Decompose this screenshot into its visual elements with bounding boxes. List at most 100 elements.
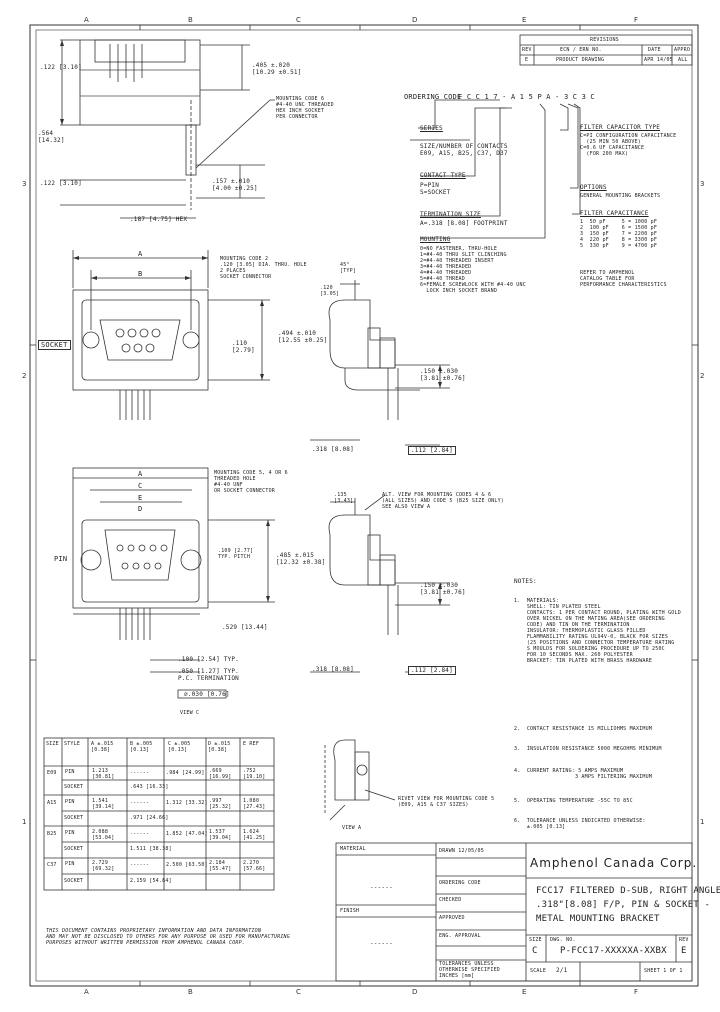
zone-top-c: C <box>296 16 301 24</box>
title-line-2: .318"[8.08] F/P, PIN & SOCKET - <box>536 900 711 910</box>
material-dashes: ------ <box>370 884 393 891</box>
table-cell: 2.500 [63.50] <box>166 862 208 868</box>
size-label: SIZE <box>529 937 542 943</box>
termination-desc: A=.318 [8.08] FOOTPRINT <box>420 220 508 227</box>
table-cell: SOCKET <box>64 846 84 852</box>
table-cell: .643 [16.33] <box>130 784 169 790</box>
note-2: 2. CONTACT RESISTANCE 15 MILLIOHMS MAXIM… <box>514 726 653 732</box>
view-a <box>333 739 356 801</box>
table-cell: PIN <box>65 769 75 775</box>
capacitance-note: REFER TO AMPHENOL CATALOG TABLE FOR PERF… <box>580 270 667 288</box>
drawn-field: DRAWN 12/05/05 <box>439 848 484 854</box>
view-a-label: VIEW A <box>342 825 362 831</box>
zone-bottom-f: F <box>634 988 639 996</box>
dim-socket-small: .110 [2.79] <box>232 340 255 354</box>
series-title: SERIES <box>420 125 443 132</box>
zone-top-f: F <box>634 16 639 24</box>
table-cell: .984 [24.99] <box>166 770 205 776</box>
side-view-1 <box>328 299 396 369</box>
mounting-code2-note: MOUNTING CODE 2 .120 [3.05] DIA. THRU. H… <box>220 256 307 280</box>
capacitance-title: FILTER CAPACITANCE <box>580 210 649 217</box>
dim-socket-height: .494 ±.010 [12.55 ±0.25] <box>278 330 328 344</box>
rev-row-rev: E <box>525 57 529 63</box>
series-desc: SIZE/NUMBER OF CONTACTS E09, A15, B25, C… <box>420 143 508 157</box>
dwg-no-label: DWG. NO. <box>550 937 576 943</box>
size-hdr-size: SIZE <box>46 741 59 747</box>
pin-label: PIN <box>54 555 68 563</box>
rev-col-appr: APPRO <box>674 47 691 53</box>
dim-pin-height: .485 ±.015 [12.32 ±0.38] <box>276 552 326 566</box>
socket-label: SOCKET <box>38 340 71 350</box>
table-cell: ------ <box>130 862 150 868</box>
table-cell: ------ <box>130 800 150 806</box>
title-line-3: METAL MOUNTING BRACKET <box>536 914 660 924</box>
dim-pitch: .100 [2.54] TYP. <box>178 656 239 663</box>
zone-right-3: 3 <box>700 180 705 188</box>
mounting-code3-note: MOUNTING CODE 5, 4 OR 6 THREADED HOLE #4… <box>214 470 288 494</box>
table-cell: 2.270 [57.66] <box>243 860 266 872</box>
table-cell: 2.184 [55.47] <box>209 860 232 872</box>
table-cell: .669 [16.99] <box>209 768 232 780</box>
notes-title: NOTES: <box>514 578 537 585</box>
scale-label: SCALE <box>530 968 547 974</box>
table-cell: 1.511 [38.38] <box>130 846 172 852</box>
ordering-field: ORDERING CODE <box>439 880 481 886</box>
rev-value: E <box>681 946 687 956</box>
note-4: 4. CURRENT RATING: 5 AMPS MAXIMUM 3 AMPS… <box>514 768 653 780</box>
zone-bottom-d: D <box>412 988 418 996</box>
table-cell: 1.541 [39.14] <box>92 798 115 810</box>
table-row: C37 <box>47 862 57 868</box>
dim-pin-length: .157 ±.010 [4.00 ±0.25] <box>212 178 258 192</box>
table-cell: .752 [19.10] <box>243 768 266 780</box>
view-c-label: VIEW C <box>180 710 200 716</box>
size-hdr-a: A ±.015 [0.38] <box>91 741 114 753</box>
rev-label: REV <box>679 937 689 943</box>
dim-a-socket: A <box>138 250 143 258</box>
table-cell: 1.312 [33.32] <box>166 800 208 806</box>
socket-front-view <box>72 289 209 391</box>
side-view-2 <box>328 514 396 586</box>
table-cell: SOCKET <box>64 878 84 884</box>
table-cell: .971 [24.66] <box>130 815 169 821</box>
material-header: MATERIAL <box>340 846 366 852</box>
filter-title: FILTER CAPACITOR TYPE <box>580 124 661 131</box>
zone-top-b: B <box>188 16 193 24</box>
table-cell: ------ <box>130 831 150 837</box>
side2-dim-1: .150 ±.030 [3.81 ±0.76] <box>420 582 466 596</box>
table-cell: 2.159 [54.84] <box>130 878 172 884</box>
ordering-code-label: ORDERING CODE <box>404 93 462 101</box>
side2-dim-top: .135 [3.43] <box>334 492 354 504</box>
table-cell: 1.624 [41.25] <box>243 829 266 841</box>
table-row: B25 <box>47 831 57 837</box>
outer-border <box>29 24 699 987</box>
size-hdr-b: B ±.005 [0.13] <box>130 741 153 753</box>
zone-bottom-e: E <box>522 988 527 996</box>
pin-front-view <box>72 467 209 609</box>
side2-dim-2: .318 [8.08] <box>312 666 354 673</box>
mounting-title: MOUNTING <box>420 236 451 243</box>
dim-a-pin: A <box>138 470 143 478</box>
zone-bottom-a: A <box>84 988 89 996</box>
finish-header: FINISH <box>340 908 360 914</box>
table-row: E09 <box>47 770 57 776</box>
zone-bottom-c: C <box>296 988 301 996</box>
zone-top-d: D <box>412 16 418 24</box>
tolerance-text: TOLERANCES UNLESS OTHERWISE SPECIFIED IN… <box>439 961 500 979</box>
table-cell: 2.088 [53.04] <box>92 829 115 841</box>
company-name: Amphenol Canada Corp. <box>530 856 698 870</box>
rev-col-ecn: ECN / ERN NO. <box>560 47 602 53</box>
size-hdr-d: D ±.015 [0.38] <box>208 741 231 753</box>
rev-col-rev: REV <box>522 47 532 53</box>
contact-desc: P=PIN S=SOCKET <box>420 182 451 196</box>
drawing-number: P-FCC17-XXXXXA-XXBX <box>560 946 667 956</box>
zone-top-a: A <box>84 16 89 24</box>
side2-note: ALT. VIEW FOR MOUNTING CODES 4 & 6 (ALL … <box>382 492 504 510</box>
table-cell: 1.537 [39.04] <box>209 829 232 841</box>
checked-field: CHECKED <box>439 897 462 903</box>
zone-left-3: 3 <box>22 180 27 188</box>
dim-hex: .187 [4.75] HEX <box>130 216 188 223</box>
finish-dashes: ------ <box>370 940 393 947</box>
inner-border <box>35 29 693 982</box>
dim-tolerance: ∅.030 [0.76] <box>184 691 230 698</box>
sheet-label: SHEET 1 OF 1 <box>644 968 683 974</box>
